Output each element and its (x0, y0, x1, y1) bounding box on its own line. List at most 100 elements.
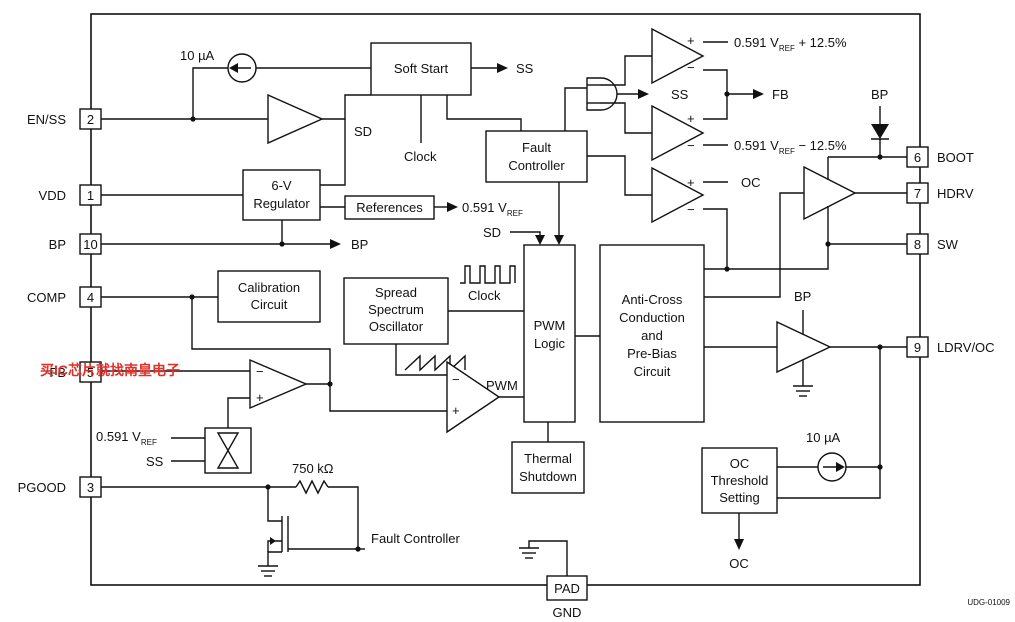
pin-vdd: 1 VDD (39, 184, 102, 206)
pin-ldrv-oc: 9 LDRV/OC (906, 336, 995, 358)
calibration-block: Calibration Circuit (217, 270, 321, 323)
pin-label-hdrv: HDRV (937, 186, 974, 201)
wire-res-fault (328, 486, 359, 549)
fault-controller-pgood-label: Fault Controller (371, 531, 461, 546)
pwm-label: PWM (486, 378, 518, 393)
spread-spectrum-block: Spread Spectrum Oscillator (343, 277, 449, 345)
svg-text:Thermal: Thermal (524, 451, 572, 466)
svg-text:−: − (687, 138, 695, 153)
svg-text:6-V: 6-V (271, 178, 292, 193)
clock-label-soft: Clock (404, 149, 437, 164)
pin-label-ldrv-oc: LDRV/OC (937, 340, 995, 355)
svg-text:6: 6 (914, 150, 921, 165)
svg-text:4: 4 (87, 290, 94, 305)
wire-soft-fault (446, 95, 522, 131)
wire-comp-pwmcomp (191, 297, 447, 412)
current-source-right (817, 452, 847, 482)
svg-text:PAD: PAD (554, 581, 580, 596)
svg-text:10: 10 (83, 237, 97, 252)
svg-text:Spread: Spread (375, 285, 417, 300)
svg-text:+: + (452, 403, 460, 418)
pin-label-en-ss: EN/SS (27, 112, 66, 127)
window-comparator-upper (651, 27, 705, 85)
regulator-block: 6-V Regulator (242, 169, 321, 221)
svg-text:5: 5 (87, 365, 94, 380)
pin-fb: 5 FB (49, 361, 102, 383)
bp-ldrv-label: BP (794, 289, 811, 304)
bp-boot-label: BP (871, 87, 888, 102)
svg-text:Shutdown: Shutdown (519, 469, 577, 484)
svg-text:+: + (687, 33, 695, 48)
current-label-right: 10 µA (806, 430, 841, 445)
and-fb-label: FB (772, 87, 789, 102)
svg-text:Logic: Logic (534, 336, 566, 351)
pin-pad: PAD GND (546, 575, 588, 620)
svg-text:−: − (452, 372, 460, 387)
svg-text:+: + (687, 175, 695, 190)
pin-label-bp: BP (49, 237, 66, 252)
wire-fault-occomp (587, 155, 652, 196)
pin-bp: 10 BP (49, 233, 102, 255)
pin-comp: 4 COMP (27, 286, 102, 308)
current-label-top: 10 µA (180, 48, 215, 63)
svg-text:Calibration: Calibration (238, 280, 300, 295)
resistor-750k (295, 479, 329, 495)
svg-text:Spectrum: Spectrum (368, 302, 424, 317)
svg-text:2: 2 (87, 112, 94, 127)
ramp-waveform (404, 354, 466, 372)
svg-text:OC: OC (730, 456, 750, 471)
wire-and-lower (600, 102, 652, 134)
svg-text:Anti-Cross: Anti-Cross (622, 292, 683, 307)
pin-label-pgood: PGOOD (18, 480, 66, 495)
pin-pgood: 3 PGOOD (18, 476, 102, 498)
svg-text:1: 1 (87, 188, 94, 203)
references-block: References (344, 195, 435, 220)
ground-symbol-ldrv (793, 385, 813, 397)
current-source-top (227, 53, 257, 83)
resistor-label: 750 kΩ (292, 461, 334, 476)
wire-anti-hs (704, 192, 804, 298)
svg-text:Oscillator: Oscillator (369, 319, 424, 334)
high-side-driver (803, 165, 857, 221)
pin-hdrv: 7 HDRV (906, 182, 974, 204)
svg-text:Threshold: Threshold (711, 473, 769, 488)
doc-id: UDG-01009 (967, 598, 1010, 607)
pin-label-comp: COMP (27, 290, 66, 305)
bp-out-label: BP (351, 237, 368, 252)
oc-out-label: OC (729, 556, 749, 571)
wire-cs-ens (192, 67, 228, 119)
window-lower-label: 0.591 VREF − 12.5% (734, 138, 847, 156)
pin-label-vdd: VDD (39, 188, 66, 203)
thermal-shutdown-block: Thermal Shutdown (511, 441, 585, 494)
wire-buffer-reg (320, 119, 346, 186)
boot-diode (871, 124, 889, 139)
oc-threshold-block: OC Threshold Setting (701, 447, 778, 514)
pad-ground-wire (528, 540, 568, 576)
svg-text:−: − (687, 60, 695, 75)
clock-waveform (460, 265, 516, 284)
watermark: 买IC芯片就找南皇电子 (40, 362, 180, 378)
wire-pgood-drain (267, 487, 282, 522)
pin-label-fb: FB (49, 365, 66, 380)
svg-text:Fault: Fault (522, 140, 551, 155)
reference-mux (204, 427, 252, 474)
wire-window-fb (703, 69, 728, 120)
svg-text:8: 8 (914, 237, 921, 252)
svg-text:Controller: Controller (508, 158, 565, 173)
oc-comp-label: OC (741, 175, 761, 190)
ss-mux-label: SS (146, 454, 164, 469)
sd-label-top: SD (354, 124, 372, 139)
window-upper-label: 0.591 VREF + 12.5% (734, 35, 847, 53)
and-gate (586, 77, 618, 111)
wire-sw (827, 206, 907, 245)
svg-text:Setting: Setting (719, 490, 759, 505)
pin-boot: 6 BOOT (906, 146, 974, 168)
svg-text:Circuit: Circuit (634, 364, 671, 379)
pwm-comparator (446, 360, 501, 434)
svg-text:7: 7 (914, 186, 921, 201)
svg-text:3: 3 (87, 480, 94, 495)
fault-controller-block: Fault Controller (485, 130, 588, 183)
clock-label-osc: Clock (468, 288, 501, 303)
pin-sw: 8 SW (906, 233, 959, 255)
